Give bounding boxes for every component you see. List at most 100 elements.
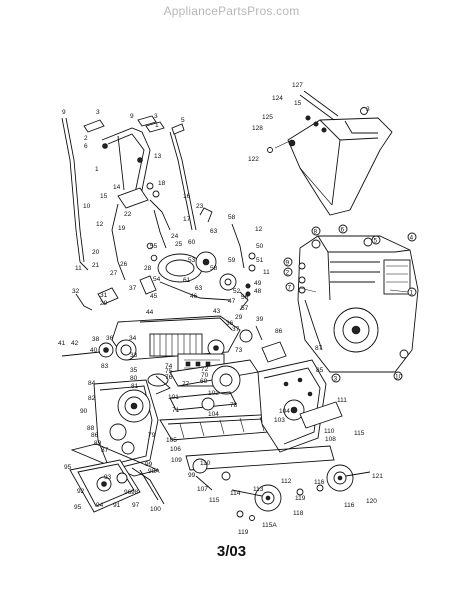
callout-label: 24 <box>171 233 179 240</box>
callout-label: 26 <box>120 261 128 268</box>
callout-label: 118 <box>293 510 304 517</box>
callout-label: 85 <box>316 367 324 374</box>
callout-label: 44 <box>146 309 154 316</box>
callout-label: 86 <box>275 328 283 335</box>
callout-label: 94 <box>96 502 104 509</box>
callout-label: 121 <box>372 473 383 480</box>
callout-label: 91 <box>113 502 121 509</box>
callout-label: 9 <box>130 113 134 120</box>
callout-label: 28 <box>144 265 152 272</box>
callout-label: 76 <box>165 374 173 381</box>
callout-label: 12 <box>255 226 263 233</box>
callout-label: 115 <box>354 430 365 437</box>
callout-label: 58 <box>210 265 218 272</box>
callout-label: 86 <box>91 432 99 439</box>
callout-label: 58 <box>228 214 236 221</box>
callout-label: 6 <box>84 143 88 150</box>
callout-label: 56 <box>241 294 249 301</box>
callout-label: 73 <box>235 347 243 354</box>
callout-label: 13 <box>154 153 162 160</box>
watermark: AppliancePartsPros.com <box>163 4 300 18</box>
callout-label: 16 <box>183 193 191 200</box>
callout-label: 112 <box>281 478 292 485</box>
callout-label: 38 <box>92 336 100 343</box>
callout-label: 98 <box>131 489 139 496</box>
callout-label: 46 <box>190 293 198 300</box>
callout-label: 41 <box>58 340 66 347</box>
callout-label: 50 <box>256 243 264 250</box>
callout-label: 3 <box>154 113 158 120</box>
callout-label: 60 <box>188 239 196 246</box>
callout-label: 36 <box>106 335 114 342</box>
callout-label: 40 <box>90 347 98 354</box>
callout-label: 116 <box>344 502 355 509</box>
grass-catcher <box>267 90 393 216</box>
callout-label: 70 <box>201 372 209 379</box>
callout-label: 45 <box>150 293 158 300</box>
callout-label: 25 <box>175 241 183 248</box>
right-side-plate <box>257 341 343 453</box>
callout-label: 128 <box>252 125 263 132</box>
callout-label: 22 <box>124 211 132 218</box>
callout-label: 34 <box>129 335 137 342</box>
callout-label: 33 <box>130 352 138 359</box>
callout-label: 87 <box>315 345 323 352</box>
callout-label: 79 <box>148 432 156 439</box>
callout-label: 99 <box>145 461 153 468</box>
callout-label: 82 <box>88 395 96 402</box>
callout-label: 87 <box>101 447 109 454</box>
callout-label: 98A <box>148 468 160 475</box>
callout-label: 114 <box>230 490 241 497</box>
callout-label: 5 <box>181 117 185 124</box>
callout-label: 1 <box>95 166 99 173</box>
callout-label: 14 <box>113 184 121 191</box>
svg-text:3: 3 <box>334 376 338 383</box>
svg-text:4: 4 <box>410 235 414 242</box>
callout-label: 81 <box>131 383 139 390</box>
callout-label: 127 <box>292 82 303 89</box>
callout-label: 78 <box>230 402 238 409</box>
callout-label: 36 <box>226 320 234 327</box>
callout-label: 88 <box>87 425 95 432</box>
callout-label: 113 <box>253 486 264 493</box>
callout-label: 115 <box>209 497 220 504</box>
callout-label: 83 <box>101 363 109 370</box>
callout-label: 122 <box>248 156 259 163</box>
callout-label: 120 <box>366 498 377 505</box>
callout-label: 69 <box>200 378 208 385</box>
callout-label: 95 <box>74 504 82 511</box>
callout-label: 80 <box>130 375 138 382</box>
callout-label: 74 <box>165 363 173 370</box>
svg-text:2: 2 <box>286 270 290 277</box>
callout-label: 20 <box>92 249 100 256</box>
callout-label: 12 <box>96 221 104 228</box>
callout-label: 101 <box>168 394 179 401</box>
callout-label: 108 <box>325 436 336 443</box>
callout-label: 21 <box>92 262 100 269</box>
callout-label: 27 <box>110 270 118 277</box>
callout-label: 11 <box>263 269 270 276</box>
callout-label: 72 <box>201 366 209 373</box>
callout-label: 116 <box>314 479 325 486</box>
callout-label: 63 <box>210 228 218 235</box>
callout-label: 89 <box>94 440 102 447</box>
pulley-assembly <box>75 242 256 311</box>
callout-label: 55 <box>150 243 158 250</box>
callout-label: 63 <box>195 285 203 292</box>
callout-label: 75 <box>165 368 173 375</box>
callout-label: 31 <box>100 292 108 299</box>
svg-text:8: 8 <box>314 229 318 236</box>
callout-label: 104 <box>208 411 219 418</box>
callout-label: 97 <box>132 502 140 509</box>
callout-label: 42 <box>71 340 79 347</box>
callout-label: 84 <box>88 380 96 387</box>
callout-label: 125 <box>262 114 273 121</box>
callout-label: 119 <box>295 495 306 502</box>
callout-label: 17 <box>183 216 191 223</box>
svg-text:7: 7 <box>288 285 292 292</box>
callout-label: 15 <box>294 100 302 107</box>
callout-label: 11 <box>75 265 82 272</box>
callout-label: 115A <box>262 522 277 529</box>
callout-label: 51 <box>256 257 264 264</box>
callout-label: 102 <box>208 390 219 397</box>
